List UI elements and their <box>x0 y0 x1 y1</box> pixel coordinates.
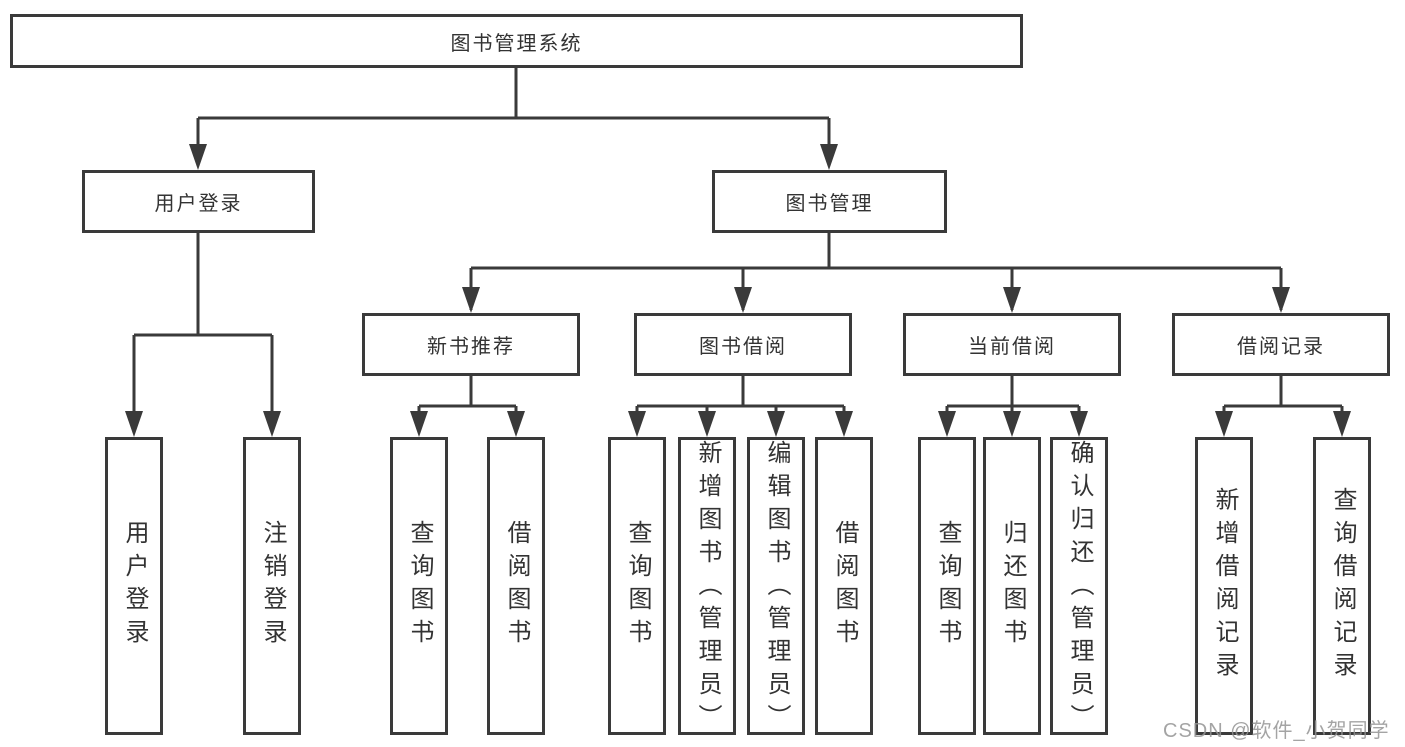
leaf-user-login: 用户登录 <box>105 437 163 735</box>
arrow-down-icon <box>734 287 752 313</box>
node-current-borrowing: 当前借阅 <box>903 313 1121 376</box>
arrow-down-icon <box>263 411 281 437</box>
leaf-confirm-return-admin: 确认归还（管理员） <box>1050 437 1108 737</box>
leaf-add-borrow-record: 新增借阅记录 <box>1195 437 1253 735</box>
leaf-edit-book-admin: 编辑图书（管理员） <box>747 437 805 737</box>
arrow-down-icon <box>767 411 785 437</box>
watermark-text: CSDN @软件_小贺同学 <box>1163 720 1390 742</box>
leaf-query-books-recommend: 查询图书 <box>390 437 448 735</box>
arrow-down-icon <box>1003 411 1021 437</box>
leaf-borrow-books-borrowing: 借阅图书 <box>815 437 873 735</box>
arrow-down-icon <box>820 144 838 170</box>
arrow-down-icon <box>410 411 428 437</box>
connector-paths <box>132 68 1344 433</box>
arrow-down-icon <box>1272 287 1290 313</box>
leaf-query-books-borrowing: 查询图书 <box>608 437 666 735</box>
arrow-down-icon <box>1333 411 1351 437</box>
arrow-down-icon <box>1003 287 1021 313</box>
arrow-down-icon <box>189 144 207 170</box>
leaf-query-books-current: 查询图书 <box>918 437 976 735</box>
arrow-down-icon <box>507 411 525 437</box>
node-user-login: 用户登录 <box>82 170 315 233</box>
leaf-borrow-books-recommend: 借阅图书 <box>487 437 545 735</box>
arrow-down-icon <box>1070 411 1088 437</box>
arrow-down-icon <box>125 411 143 437</box>
arrowhead-icons <box>125 144 1351 437</box>
leaf-query-borrow-record: 查询借阅记录 <box>1313 437 1371 735</box>
leaf-logout-login: 注销登录 <box>243 437 301 735</box>
node-new-book-recommend: 新书推荐 <box>362 313 580 376</box>
node-book-management: 图书管理 <box>712 170 947 233</box>
arrow-down-icon <box>628 411 646 437</box>
node-book-borrowing: 图书借阅 <box>634 313 852 376</box>
arrow-down-icon <box>462 287 480 313</box>
node-borrowing-records: 借阅记录 <box>1172 313 1390 376</box>
leaf-return-books: 归还图书 <box>983 437 1041 735</box>
arrow-down-icon <box>698 411 716 437</box>
arrow-down-icon <box>1215 411 1233 437</box>
leaf-add-book-admin: 新增图书（管理员） <box>678 437 736 737</box>
arrow-down-icon <box>835 411 853 437</box>
arrow-down-icon <box>938 411 956 437</box>
node-library-management-system: 图书管理系统 <box>10 14 1023 68</box>
